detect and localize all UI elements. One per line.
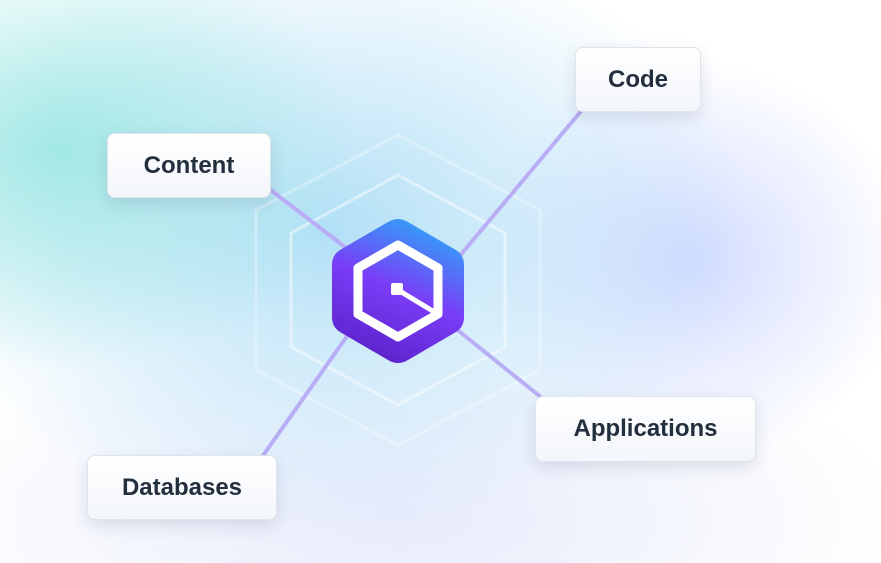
node-code-label: Code [608, 65, 668, 93]
node-databases: Databases [87, 455, 277, 520]
amazon-q-logo-icon [332, 219, 464, 363]
connector-databases [260, 330, 352, 459]
node-content-label: Content [143, 151, 235, 179]
node-applications-label: Applications [573, 415, 718, 442]
connector-content [266, 186, 347, 249]
node-code: Code [575, 47, 701, 112]
node-applications: Applications [535, 396, 756, 462]
connector-code [456, 108, 584, 260]
node-content: Content [107, 133, 271, 198]
node-databases-label: Databases [121, 473, 243, 501]
background-hexagons [254, 133, 542, 447]
connector-applications [453, 326, 544, 400]
